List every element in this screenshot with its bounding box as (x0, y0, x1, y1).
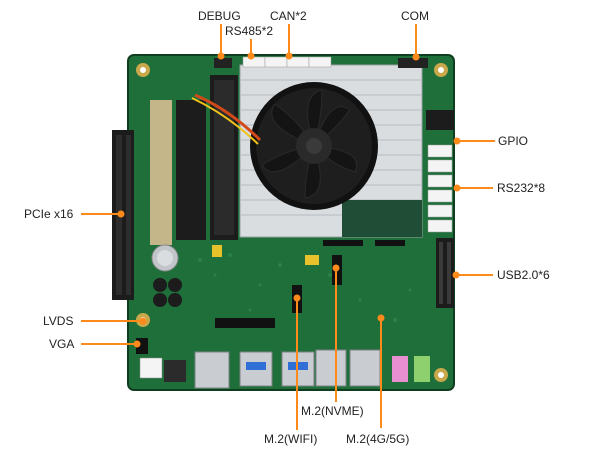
label-vga: VGA (49, 337, 75, 351)
label-m2-wifi: M.2(WIFI) (264, 432, 318, 446)
label-rs485: RS485*2 (225, 24, 274, 38)
right-connectors (426, 110, 454, 308)
label-m2-nvme: M.2(NVME) (301, 404, 364, 418)
callout-lines (81, 24, 495, 430)
label-gpio: GPIO (498, 134, 529, 148)
cooling-fan (191, 82, 378, 210)
label-pcie: PCIe x16 (24, 207, 74, 221)
label-m2-4g5g: M.2(4G/5G) (346, 432, 410, 446)
label-com: COM (401, 9, 429, 23)
battery-and-caps (151, 244, 319, 307)
label-debug: DEBUG (198, 9, 241, 23)
top-connectors (214, 56, 428, 68)
label-can: CAN*2 (270, 9, 307, 23)
memory-slots (150, 75, 238, 245)
label-usb20: USB2.0*6 (497, 268, 550, 282)
label-rs232: RS232*8 (497, 181, 546, 195)
label-lvds: LVDS (43, 314, 74, 328)
